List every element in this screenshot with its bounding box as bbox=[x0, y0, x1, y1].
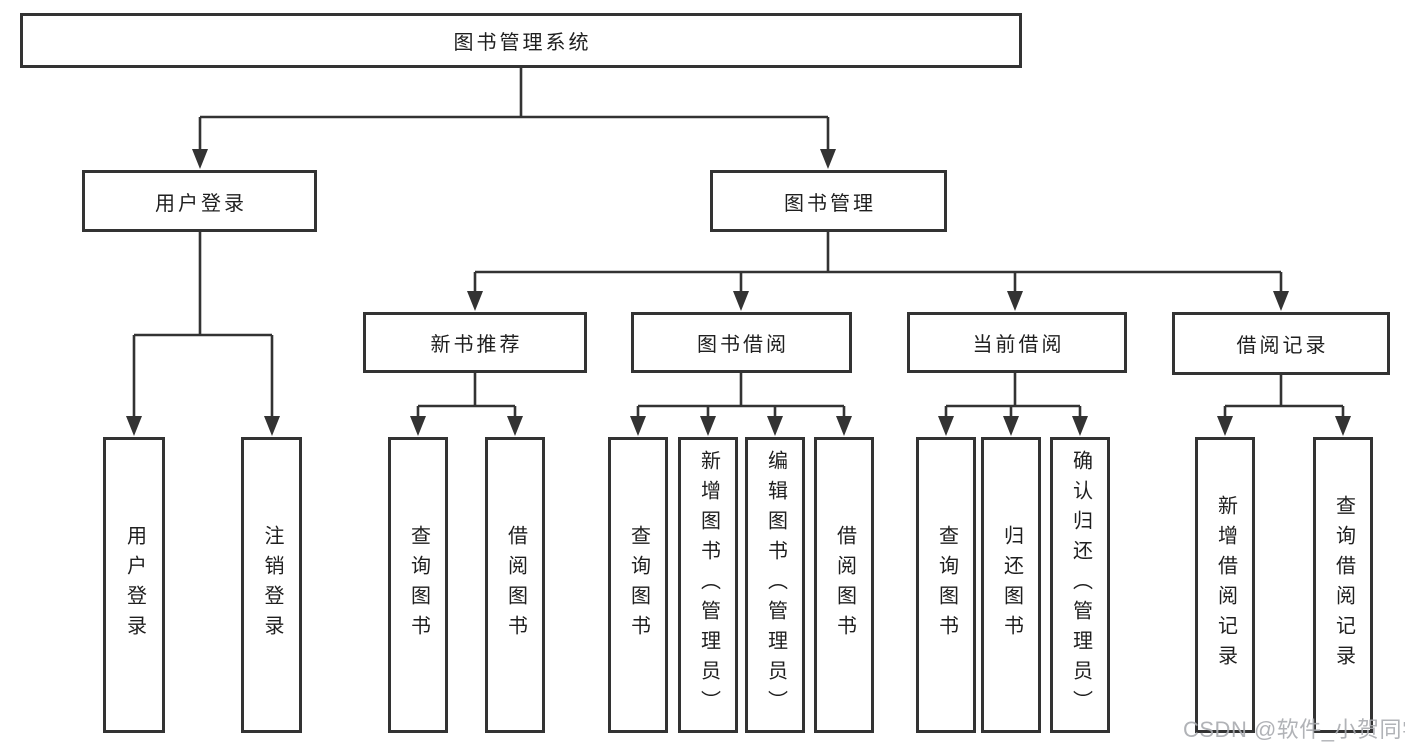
node-borrowing-records-label: 借阅记录 bbox=[1236, 335, 1329, 357]
leaf-add-books-admin: 新增图书（管理员） bbox=[678, 437, 738, 733]
node-user-login-label: 用户登录 bbox=[155, 192, 247, 215]
node-book-borrowing: 图书借阅 bbox=[631, 312, 852, 373]
node-borrowing-records: 借阅记录 bbox=[1172, 312, 1390, 375]
leaf-query-borrow-record: 查询借阅记录 bbox=[1313, 437, 1373, 733]
leaf-logout: 注销登录 bbox=[241, 437, 302, 733]
leaf-confirm-return-admin: 确认归还（管理员） bbox=[1050, 437, 1110, 733]
leaf-add-books-admin-label: 新增图书（管理员） bbox=[697, 450, 720, 720]
leaf-logout-label: 注销登录 bbox=[261, 525, 283, 645]
leaf-query-borrow-record-label: 查询借阅记录 bbox=[1332, 495, 1355, 675]
leaf-user-login: 用户登录 bbox=[103, 437, 165, 733]
leaf-borrow-books-recommend: 借阅图书 bbox=[485, 437, 545, 733]
leaf-query-books-recommend-label: 查询图书 bbox=[407, 525, 430, 645]
node-user-login: 用户登录 bbox=[82, 170, 317, 232]
node-book-management: 图书管理 bbox=[710, 170, 947, 232]
connector-book-borrowing-fork bbox=[630, 373, 852, 436]
leaf-query-books-current: 查询图书 bbox=[916, 437, 976, 733]
leaf-add-borrow-record: 新增借阅记录 bbox=[1195, 437, 1255, 733]
node-current-borrowing-label: 当前借阅 bbox=[972, 334, 1065, 356]
node-new-book-recommend: 新书推荐 bbox=[363, 312, 587, 373]
leaf-query-books-borrowing: 查询图书 bbox=[608, 437, 668, 733]
leaf-borrow-books-recommend-label: 借阅图书 bbox=[504, 525, 527, 645]
connector-book-management-fork bbox=[467, 232, 1289, 311]
connector-user-login-fork bbox=[126, 232, 280, 436]
node-current-borrowing: 当前借阅 bbox=[907, 312, 1127, 373]
leaf-user-login-label: 用户登录 bbox=[123, 525, 146, 645]
leaf-borrow-books-label: 借阅图书 bbox=[833, 525, 856, 645]
node-root: 图书管理系统 bbox=[20, 13, 1022, 68]
leaf-query-books-borrowing-label: 查询图书 bbox=[627, 525, 650, 645]
leaf-confirm-return-admin-label: 确认归还（管理员） bbox=[1069, 450, 1092, 720]
node-new-book-recommend-label: 新书推荐 bbox=[430, 334, 523, 356]
leaf-return-books: 归还图书 bbox=[981, 437, 1041, 733]
node-book-management-label: 图书管理 bbox=[784, 192, 876, 215]
leaf-return-books-label: 归还图书 bbox=[1000, 525, 1023, 645]
connector-new-book-recommend-fork bbox=[410, 373, 523, 436]
leaf-borrow-books: 借阅图书 bbox=[814, 437, 874, 733]
connector-root-fork bbox=[192, 68, 836, 169]
csdn-watermark: CSDN @软件_小贺同学 bbox=[1183, 717, 1405, 742]
leaf-add-borrow-record-label: 新增借阅记录 bbox=[1214, 495, 1237, 675]
connector-borrowing-records-fork bbox=[1217, 375, 1351, 436]
leaf-query-books-recommend: 查询图书 bbox=[388, 437, 448, 733]
leaf-query-books-current-label: 查询图书 bbox=[935, 525, 958, 645]
node-root-label: 图书管理系统 bbox=[453, 32, 592, 54]
leaf-edit-books-admin-label: 编辑图书（管理员） bbox=[764, 450, 787, 720]
connector-current-borrowing-fork bbox=[938, 373, 1088, 436]
node-book-borrowing-label: 图书借阅 bbox=[697, 334, 789, 356]
leaf-edit-books-admin: 编辑图书（管理员） bbox=[745, 437, 805, 733]
